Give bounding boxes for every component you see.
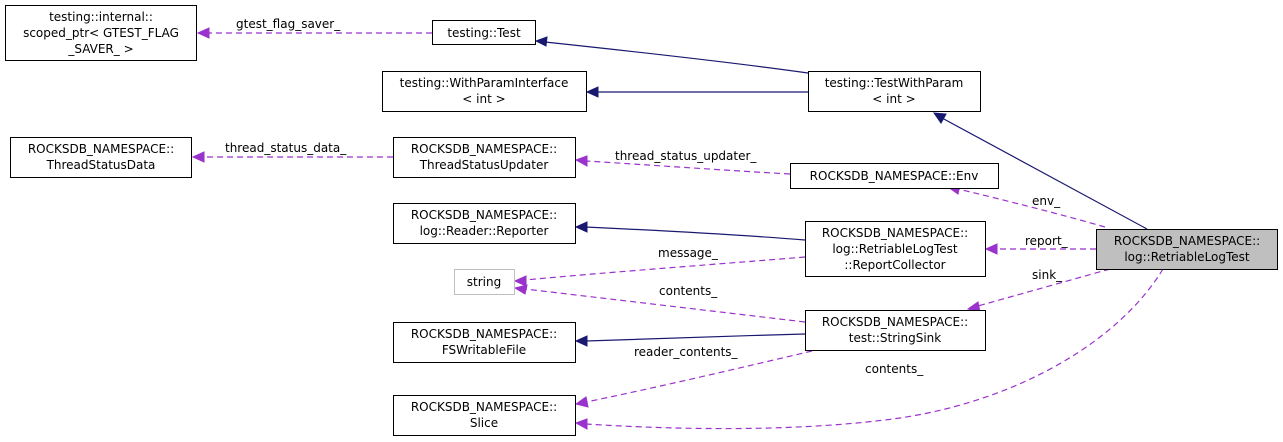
node-string-sink-line1: ROCKSDB_NAMESPACE::	[822, 315, 968, 329]
node-thread-status-updater[interactable]: ROCKSDB_NAMESPACE:: ThreadStatusUpdater	[393, 137, 576, 178]
arrowhead-fswritablefile	[574, 335, 588, 347]
node-report-collector-line1: ROCKSDB_NAMESPACE::	[822, 226, 968, 240]
edge-sink	[977, 268, 1111, 307]
edge-message	[524, 256, 806, 281]
arrowhead-test	[534, 36, 548, 47]
node-thread-status-updater-line2: ThreadStatusUpdater	[419, 158, 549, 172]
node-thread-status-data-line2: ThreadStatusData	[46, 158, 156, 172]
node-string-sink[interactable]: ROCKSDB_NAMESPACE:: test::StringSink	[805, 310, 986, 351]
node-thread-status-data[interactable]: ROCKSDB_NAMESPACE:: ThreadStatusData	[10, 137, 192, 178]
arrowhead-string-message	[513, 275, 527, 287]
node-slice-line2: Slice	[470, 416, 498, 430]
edge-label-message: message_	[658, 246, 719, 260]
arrowhead-slice-reader	[574, 396, 589, 408]
node-fs-writable-file[interactable]: ROCKSDB_NAMESPACE:: FSWritableFile	[393, 322, 576, 363]
node-scoped-ptr-line1: testing::internal::	[49, 10, 153, 24]
edge-label-gtest-flag-saver: gtest_flag_saver_	[236, 17, 341, 31]
node-fs-writable-file-line1: ROCKSDB_NAMESPACE::	[411, 327, 557, 341]
arrowhead-scoped-ptr	[196, 27, 210, 39]
edge-label-contents-string: contents_	[659, 284, 718, 298]
node-reader-reporter-line1: ROCKSDB_NAMESPACE::	[411, 208, 557, 222]
edge-contents-slice	[585, 268, 1164, 430]
edge-label-sink: sink_	[1032, 268, 1063, 282]
edge-retriablelogtest-to-testwithparam	[941, 117, 1148, 230]
node-test-with-param-line2: < int >	[872, 92, 915, 106]
node-test-with-param-line1: testing::TestWithParam	[825, 76, 964, 90]
node-report-collector[interactable]: ROCKSDB_NAMESPACE:: log::RetriableLogTes…	[805, 221, 986, 277]
edge-contents-string	[524, 288, 806, 323]
node-reader-reporter-line2: log::Reader::Reporter	[420, 224, 549, 238]
node-retriable-log-test-line2: log::RetriableLogTest	[1124, 250, 1250, 264]
node-slice[interactable]: ROCKSDB_NAMESPACE:: Slice	[393, 395, 576, 436]
arrowhead-string-contents	[513, 284, 528, 295]
edge-label-thread-status-updater: thread_status_updater_	[615, 149, 757, 163]
node-report-collector-line3: ::ReportCollector	[844, 258, 945, 272]
node-test-with-param[interactable]: testing::TestWithParam < int >	[808, 71, 981, 112]
node-with-param-interface-line1: testing::WithParamInterface	[400, 76, 569, 90]
arrowhead-threadstatusdata	[191, 151, 205, 163]
node-retriable-log-test-line1: ROCKSDB_NAMESPACE::	[1114, 234, 1260, 248]
node-testing-test[interactable]: testing::Test	[432, 20, 536, 45]
node-slice-line1: ROCKSDB_NAMESPACE::	[411, 400, 557, 414]
arrowhead-withparaminterface	[585, 86, 599, 98]
node-env[interactable]: ROCKSDB_NAMESPACE::Env	[790, 163, 999, 189]
node-string-label: string	[467, 275, 501, 289]
edge-label-env: env_	[1032, 194, 1061, 208]
edge-testwithparam-to-test	[544, 41, 809, 74]
node-env-label: ROCKSDB_NAMESPACE::Env	[810, 169, 979, 183]
node-thread-status-updater-line1: ROCKSDB_NAMESPACE::	[411, 142, 557, 156]
node-report-collector-line2: log::RetriableLogTest	[832, 242, 958, 256]
arrowhead-testwithparam	[932, 112, 947, 124]
node-with-param-interface[interactable]: testing::WithParamInterface < int >	[382, 71, 587, 112]
node-testing-test-label: testing::Test	[447, 26, 521, 40]
arrowhead-reportcollector	[984, 243, 998, 255]
node-fs-writable-file-line2: FSWritableFile	[442, 343, 526, 357]
edge-label-report: report_	[1025, 234, 1069, 248]
node-string[interactable]: string	[454, 269, 515, 295]
node-string-sink-line2: test::StringSink	[849, 331, 942, 345]
node-scoped-ptr-line2: scoped_ptr< GTEST_FLAG	[23, 26, 179, 40]
edge-thread-status-updater	[585, 160, 791, 175]
arrowhead-reporter	[574, 221, 588, 233]
edge-stringsink-to-fswritablefile	[585, 333, 806, 342]
arrowhead-threadstatusupdater	[574, 155, 588, 167]
node-retriable-log-test[interactable]: ROCKSDB_NAMESPACE:: log::RetriableLogTes…	[1096, 229, 1278, 270]
edge-label-contents-slice: contents_	[865, 362, 924, 376]
edge-reportcollector-to-reporter	[584, 226, 806, 241]
node-scoped-ptr[interactable]: testing::internal:: scoped_ptr< GTEST_FL…	[5, 5, 197, 61]
node-scoped-ptr-line3: _SAVER_ >	[67, 42, 133, 56]
arrowhead-slice-contents	[574, 418, 588, 430]
node-reader-reporter[interactable]: ROCKSDB_NAMESPACE:: log::Reader::Reporte…	[393, 203, 576, 244]
node-with-param-interface-line2: < int >	[462, 92, 505, 106]
edge-label-thread-status-data: thread_status_data_	[225, 141, 347, 155]
node-thread-status-data-line1: ROCKSDB_NAMESPACE::	[28, 142, 174, 156]
edge-label-reader-contents: reader_contents_	[634, 345, 739, 359]
